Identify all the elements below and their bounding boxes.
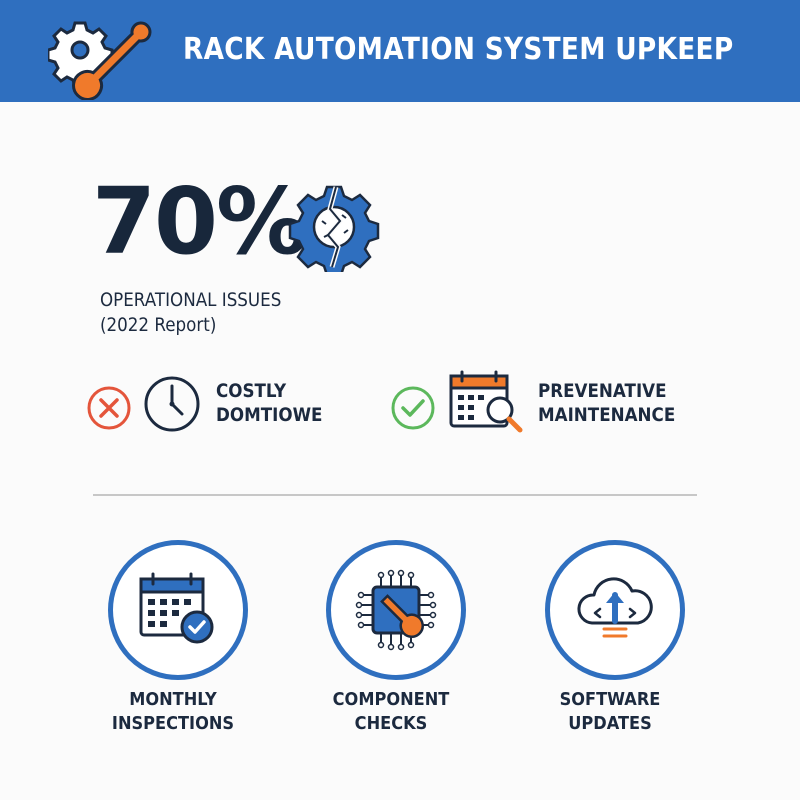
task-caption-monthly: MONTHLY INSPECTIONS — [83, 688, 263, 736]
monthly-inspections-badge — [108, 540, 248, 680]
section-divider — [93, 494, 697, 496]
software-updates-badge — [545, 540, 685, 680]
page-title: RACK AUTOMATION SYSTEM UPKEEP — [183, 32, 734, 67]
clock-icon — [144, 376, 200, 432]
chip-wrench-icon — [355, 569, 437, 651]
stat-label: OPERATIONAL ISSUES — [100, 289, 282, 311]
broken-gear-icon — [288, 185, 380, 272]
component-checks-badge — [326, 540, 466, 680]
check-circle-icon — [391, 386, 435, 430]
preventative-maintenance-line1: PREVENATIVE — [538, 380, 667, 402]
task-caption-software: SOFTWARE UPDATES — [520, 688, 700, 736]
task-label-line1: COMPONENT — [332, 689, 450, 710]
calendar-search-icon — [449, 370, 523, 433]
preventative-maintenance-line2: MAINTENANCE — [538, 404, 676, 426]
costly-downtime-line2: DOMTIOWE — [216, 404, 323, 426]
task-label-line2: CHECKS — [354, 713, 428, 734]
costly-downtime-line1: COSTLY — [216, 380, 287, 402]
cloud-upload-icon — [577, 577, 653, 638]
gear-wrench-icon — [48, 21, 152, 100]
stat-value: 70% — [92, 168, 308, 275]
x-circle-icon — [87, 386, 131, 430]
task-label-line2: INSPECTIONS — [111, 713, 235, 734]
task-label-line1: SOFTWARE — [559, 689, 661, 710]
task-label-line1: MONTHLY — [129, 689, 217, 710]
header-banner: RACK AUTOMATION SYSTEM UPKEEP — [0, 0, 800, 102]
calendar-check-icon — [139, 572, 214, 644]
task-label-line2: UPDATES — [568, 713, 652, 734]
stat-sublabel: (2022 Report) — [100, 314, 217, 336]
task-caption-component: COMPONENT CHECKS — [301, 688, 481, 736]
